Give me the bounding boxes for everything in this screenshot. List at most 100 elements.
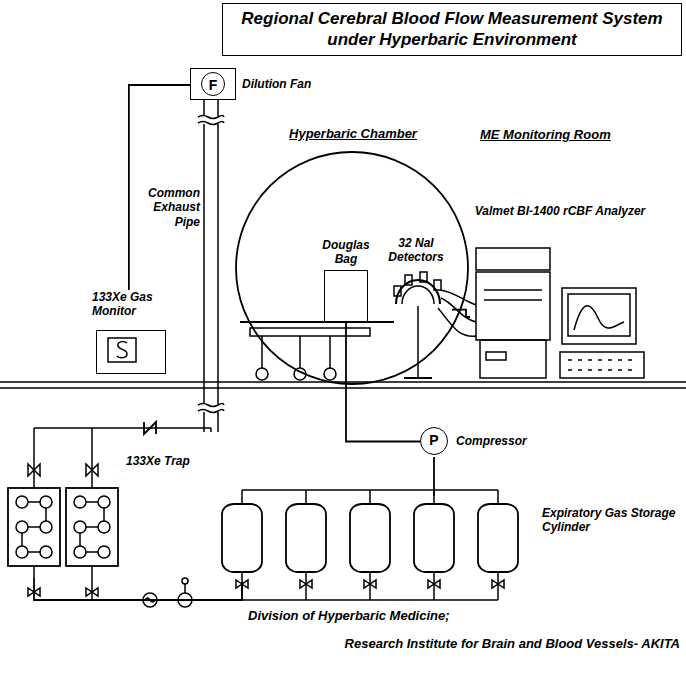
chamber-heading: Hyperbaric Chamber [228,126,478,142]
bag-outline [324,270,368,322]
xe-trap-canister [98,546,110,558]
trap-piping [86,588,98,596]
detector-cable [438,308,476,336]
chamber-outline [236,152,468,384]
xe-trap-canister [98,496,110,508]
rcbf-analyzer-unit [562,288,636,344]
nai-detectors: 32 NaI Detectors [380,236,452,328]
exhaust-pipe [217,412,219,432]
trolley [299,336,301,368]
detector-helmet [405,275,412,285]
trolley [256,368,268,380]
device-label-holder: Expiratory Gas Storage Cylinder [542,506,678,535]
hyperbaric-chamber: Douglas Bag32 NaI Detectors Hyperbaric Ch… [228,124,478,394]
dilution-fan: F Dilution Fan [190,68,320,102]
gas-cylinder [478,504,518,572]
exhaust-pipe [217,100,219,116]
trap-piping [28,422,211,600]
detector-cable [438,290,476,336]
device-label-holder: Douglas Bag [318,238,374,267]
monitor-housing [96,330,166,374]
detector-helmet [420,272,427,282]
gas-monitor-display [117,342,127,358]
pipe-label: Common Exhaust Pipe [136,186,200,229]
rcbf-analyzer-unit [476,272,550,340]
xe-trap-canister [40,496,52,508]
detector-helmet [394,286,401,296]
exhaust-pipe [198,116,224,125]
exhaust-pipe [203,124,205,404]
institution-label: Division of Hyperbaric Medicine; [248,608,548,624]
device-label-holder: 133Xe Trap [126,454,204,468]
xe-trap-canister [74,546,86,558]
exhaust-pipe [203,412,205,432]
rcbf-analyzer-unit [568,360,632,370]
pipe-connector [34,578,242,600]
institution-label: Research Institute for Brain and Blood V… [266,636,680,652]
xe-trap: 133Xe Trap [4,448,204,578]
gas-cylinder [350,504,390,572]
rcbf-analyzer-unit [480,340,546,378]
gas-cylinder [428,580,440,588]
device-label: Expiratory Gas Storage Cylinder [542,506,678,535]
gas-monitor-display [108,338,136,362]
gas-monitor-display [108,338,136,362]
detector-helmet [404,377,432,379]
xe-trap-canister [40,546,52,558]
chamber-heading-holder: Hyperbaric Chamber [228,126,478,142]
floor-line [0,387,686,389]
xe-trap-canister [66,488,118,566]
exhaust-pipe [203,100,205,116]
gas-cylinder [300,580,312,588]
institution-label-holder: Division of Hyperbaric Medicine; [248,608,548,624]
xe-trap-canister [8,488,118,566]
detector-helmet [402,286,434,304]
trolley [240,321,394,323]
institution-label-holder: Research Institute for Brain and Blood V… [266,636,680,652]
compressor-letter: P [421,428,447,452]
compressor-letter-holder: P [420,427,448,455]
device-label: 133Xe Trap [126,454,204,468]
gas-cylinder [305,490,307,504]
gas-cylinder [369,490,371,504]
room-label-holder: ME Monitoring Room [480,127,650,143]
trap-piping [91,566,93,600]
detector-helmet [394,272,441,378]
gas-cylinder [222,490,518,600]
xe-trap-canister [16,496,28,508]
rcbf-analyzer-unit [574,306,624,330]
chamber-outline [236,152,468,384]
manifold-symbols [184,584,186,593]
rcbf-analyzer: Valmet BI-1400 rCBF Analyzer [470,200,650,380]
trap-piping [144,422,156,434]
room-label: ME Monitoring Room [480,127,650,143]
compressor: P Compressor [420,426,544,457]
exhaust-pipe [198,100,224,432]
gas-cylinder [492,580,504,588]
title-box: Regional Cerebral Blood Flow Measurement… [222,3,682,56]
trolley [250,328,370,336]
device-label: 133Xe Gas Monitor [92,290,174,319]
xe-trap-canister [16,521,28,533]
device-label-holder: Compressor [456,434,544,448]
device-label-holder: 32 NaI Detectors [380,236,452,265]
trap-piping [86,464,98,476]
device-label: Valmet BI-1400 rCBF Analyzer [470,204,650,218]
trap-piping [91,428,93,488]
device-label-holder: Dilution Fan [242,77,320,91]
pipe-connector [433,457,435,496]
exhaust-pipe [198,404,224,413]
detector-helmet [396,280,440,304]
manifold-symbols [182,578,188,584]
fan-letter-holder: F [201,72,225,96]
gas-cylinder [414,504,454,572]
exhaust-pipe [217,124,219,404]
trolley [240,322,394,380]
pipe-connector [346,322,420,442]
trap-piping [33,566,35,578]
device-label-holder: 133Xe Gas Monitor [92,290,174,319]
trap-piping [28,464,40,476]
